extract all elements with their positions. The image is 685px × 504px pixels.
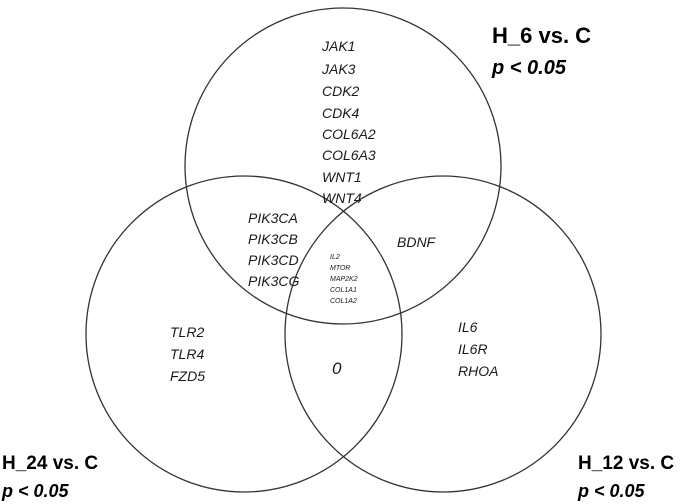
gene-label: PIK3CD [248, 252, 299, 268]
gene-label: WNT4 [322, 190, 362, 206]
gene-label: CDK4 [322, 105, 360, 121]
gene-label: TLR4 [170, 346, 204, 362]
gene-label: MTOR [330, 265, 350, 272]
set-pvalue-h24: p < 0.05 [1, 481, 70, 501]
gene-label: COL1A1 [330, 287, 357, 294]
gene-label: FZD5 [170, 368, 205, 384]
gene-label: COL1A2 [330, 298, 357, 305]
gene-label: MAP2K2 [330, 276, 358, 283]
gene-label: PIK3CA [248, 210, 298, 226]
gene-label: WNT1 [322, 169, 362, 185]
gene-label: RHOA [458, 363, 498, 379]
set-title-h12: H_12 vs. C [578, 453, 674, 474]
set-title-h24: H_24 vs. C [2, 453, 98, 474]
gene-label: BDNF [397, 234, 437, 250]
gene-label: IL6R [458, 341, 488, 357]
gene-label: COL6A3 [322, 147, 376, 163]
gene-label: CDK2 [322, 83, 360, 99]
set-pvalue-h12: p < 0.05 [577, 481, 646, 501]
set-title-h6: H_6 vs. C [492, 23, 591, 48]
gene-label: TLR2 [170, 324, 204, 340]
set-circle-h6 [184, 7, 502, 325]
gene-label: JAK3 [321, 61, 356, 77]
gene-label: IL2 [330, 254, 340, 261]
region-count-left-right: 0 [332, 359, 342, 378]
gene-label: PIK3CB [248, 231, 298, 247]
set-circle-h12 [284, 175, 602, 493]
gene-label: IL6 [458, 319, 478, 335]
gene-label: PIK3CG [248, 273, 299, 289]
set-pvalue-h6: p < 0.05 [491, 57, 567, 79]
gene-label: COL6A2 [322, 126, 376, 142]
set-circle-h24 [85, 175, 403, 493]
gene-label: JAK1 [321, 38, 355, 54]
